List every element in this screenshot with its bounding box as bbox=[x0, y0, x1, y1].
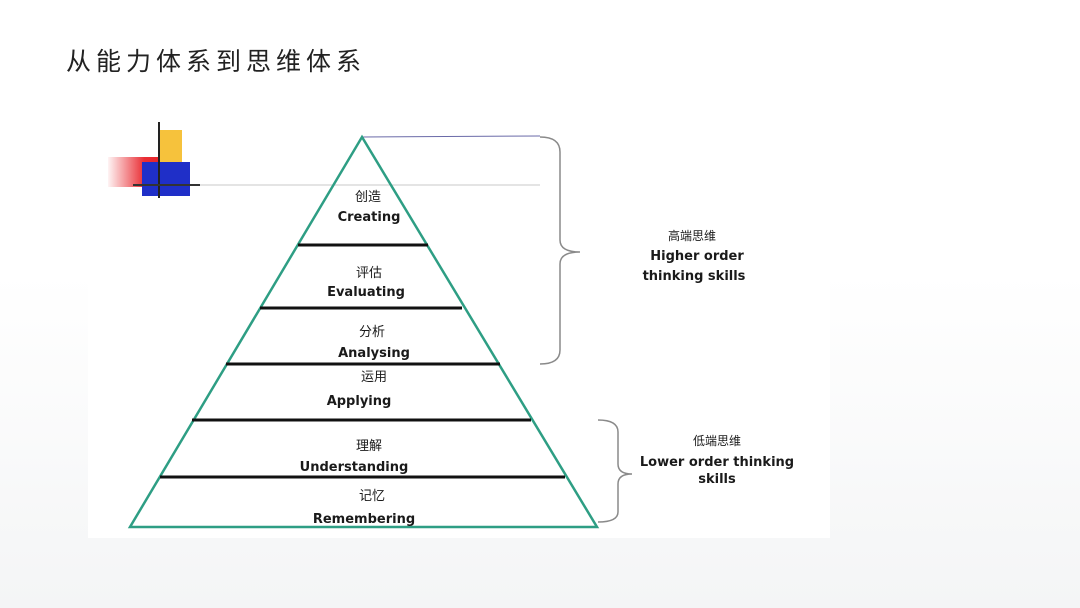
higher-order-brace bbox=[539, 136, 581, 365]
level-creating-cn: 创造 bbox=[355, 190, 381, 205]
lower-order-brace bbox=[597, 419, 633, 523]
pyramid-outline bbox=[127, 134, 600, 529]
level-remembering-en: Remembering bbox=[313, 512, 415, 527]
level-understanding-cn: 理解 bbox=[356, 439, 382, 454]
slide-title: 从能力体系到思维体系 bbox=[66, 47, 367, 76]
level-applying-en: Applying bbox=[327, 394, 392, 409]
level-analysing-en: Analysing bbox=[338, 346, 410, 361]
figure-panel bbox=[88, 118, 830, 538]
level-evaluating-en: Evaluating bbox=[327, 285, 405, 300]
lower-order-cn: 低端思维 bbox=[693, 434, 741, 448]
level-evaluating-cn: 评估 bbox=[356, 266, 382, 281]
level-remembering-cn: 记忆 bbox=[359, 488, 385, 504]
pointer-line bbox=[361, 135, 541, 138]
higher-order-cn: 高端思维 bbox=[668, 228, 716, 243]
decorative-squares-logo bbox=[108, 122, 200, 198]
level-creating-en: Creating bbox=[338, 210, 401, 225]
lower-order-en-line2: skills bbox=[698, 472, 736, 487]
level-understanding-en: Understanding bbox=[300, 460, 409, 475]
level-applying-cn: 运用 bbox=[361, 370, 387, 385]
higher-order-en-line1: Higher order bbox=[650, 249, 744, 264]
higher-order-en-line2: thinking skills bbox=[643, 269, 746, 284]
lower-order-en-line1: Lower order thinking bbox=[640, 455, 794, 470]
deco-yellow-square bbox=[160, 130, 182, 162]
level-analysing-cn: 分析 bbox=[359, 325, 385, 340]
deco-blue-square bbox=[142, 162, 190, 196]
